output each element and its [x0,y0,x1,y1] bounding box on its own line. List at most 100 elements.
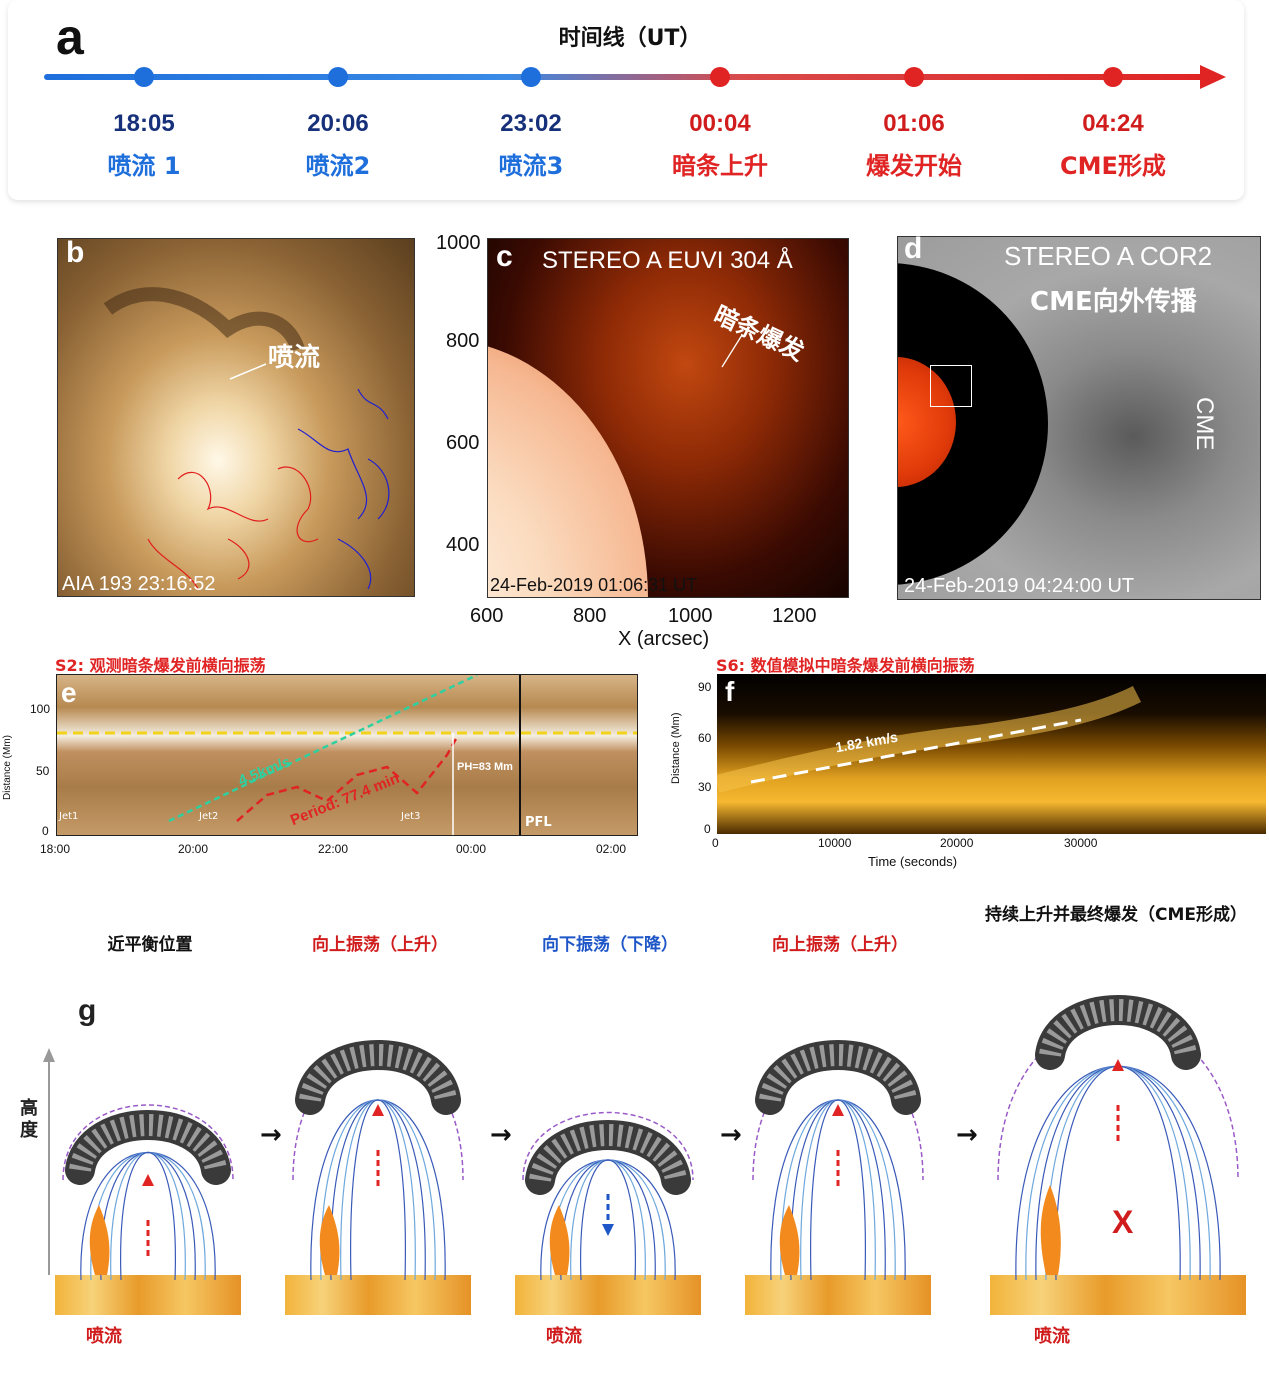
timeline-time: 01:06 [883,110,945,137]
stage-title: 持续上升并最终爆发（CME形成） [984,905,1247,925]
panel-c-ytick: 800 [446,330,480,352]
timeline-label: 爆发开始 [866,152,962,180]
panel-f-xtick: 0 [712,836,719,850]
panel-b-caption: AIA 193 23:16:52 [62,573,216,595]
panel-f-ytick: 90 [698,680,712,694]
right-arrow-icon: → [490,1120,512,1150]
stage-title: 向上振荡（上升） [312,935,448,955]
panel-b-image: 喷流 AIA 193 23:16:52 [57,238,415,597]
arrowhead [372,1104,384,1116]
magnetic-field-line [580,1159,636,1280]
timeline-dot [1103,67,1123,87]
height-label: PH=83 Mm [457,761,513,773]
zoom-box [930,365,972,407]
timeline-dot [134,67,154,87]
timeline-label: CME形成 [1060,152,1166,180]
panel-f-ytick: 0 [704,822,711,836]
timeline-time: 00:04 [689,110,751,137]
arrowhead [1112,1059,1124,1071]
arrowhead [142,1174,154,1186]
panel-f-ytick: 30 [698,780,712,794]
panel-f-header: S6: 数值模拟中暗条爆发前横向振荡 [716,656,975,675]
timeline-time: 20:06 [307,110,369,137]
flux-rope-twist [1039,999,1197,1058]
panel-a-letter: a [56,9,84,65]
panel-d-title-1: STEREO A COR2 [1004,241,1213,271]
timeline-label: 喷流 1 [107,152,181,180]
photosphere-strip [515,1275,701,1315]
panel-c-xtick: 600 [470,605,504,627]
photosphere-strip [55,1275,241,1315]
overlying-field-line [522,1111,694,1181]
magnetic-field-line [1045,1065,1191,1280]
panel-e-header: S2: 观测暗条爆发前横向振荡 [55,656,266,675]
panel-c-ytick: 1000 [436,232,481,254]
panel-f-ytick: 60 [698,731,712,745]
panel-c-letter: c [496,240,513,273]
panel-g-letter: g [78,994,97,1027]
reconnection-x-mark: X [1112,1204,1134,1240]
timeline-title: 时间线（UT） [558,26,702,51]
photosphere-strip [285,1275,471,1315]
panel-e-xtick: 18:00 [40,842,71,856]
panel-c-xlabel: X (arcsec) [618,628,710,650]
panel-f-ylabel: Distance (Mm) [670,712,682,784]
jet-label-bottom: 喷流 [546,1326,582,1347]
panel-c-xtick: 800 [573,605,607,627]
panel-d-letter: d [904,232,923,265]
overlying-field-line [62,1104,234,1181]
height-axis-arrowhead [43,1048,55,1062]
flux-rope-sketch [997,995,1239,1280]
timeline-card [8,0,1244,200]
panel-f-xtick: 30000 [1064,836,1098,850]
panel-f-xlabel: Time (seconds) [868,854,958,869]
timeline-axis [44,74,1204,80]
panel-d-title-2: CME向外传播 [1030,287,1197,317]
panel-c-ytick: 600 [446,432,480,454]
jet-flame [89,1205,110,1275]
panel-c-title: STEREO A EUVI 304 Å [542,247,793,274]
timeline-dot [328,67,348,87]
height-axis-arrow [48,1060,50,1275]
panel-b-annotation: 喷流 [268,343,321,373]
right-arrow-icon: → [956,1120,978,1150]
panel-c-ytick: 400 [446,534,480,556]
jet-flame [1040,1185,1061,1275]
panel-f-xtick: 10000 [818,836,852,850]
panel-b-contours [103,287,390,590]
jet-flame [779,1205,800,1275]
timeline-time: 18:05 [113,110,175,137]
panel-d-caption: 24-Feb-2019 04:24:00 UT [904,575,1135,597]
panel-d-image: STEREO A COR2 CME向外传播 CME 24-Feb-2019 04… [897,236,1261,600]
panel-e-xtick: 20:00 [178,842,209,856]
photosphere-strip [745,1275,931,1315]
timeline-label: 喷流3 [498,152,564,180]
panel-e-overlay [57,675,637,835]
timeline-label: 暗条上升 [672,152,768,180]
magnetic-field-line [1055,1065,1181,1280]
jet-label: Jet2 [199,811,219,822]
panel-c-image: STEREO A EUVI 304 Å 暗条爆发 24-Feb-2019 01:… [487,238,849,598]
timeline-arrow-head [1200,65,1226,89]
panel-e-plot: e 4.5km/s Period: 77.4 min PH=83 Mm Jet1… [56,674,638,836]
pfl-divider [519,675,521,835]
jet-label: Jet3 [401,811,421,822]
panel-e-ytick: 50 [36,764,50,778]
right-arrow-icon: → [720,1120,742,1150]
magnetic-field-line [350,1099,406,1280]
pfl-label: PFL [525,815,552,830]
timeline-label: 喷流2 [305,152,371,180]
timeline-dot [521,67,541,87]
flux-rope-sketch [62,1104,234,1280]
panel-c-caption: 24-Feb-2019 01:06:31 UT [490,575,698,595]
stage-title: 近平衡位置 [107,935,193,955]
stage-title: 向下振荡（下降） [542,935,678,955]
panel-e-ylabel: Distance (Mm) [2,734,13,800]
jet-label-bottom: 喷流 [86,1326,122,1347]
panel-c-xtick: 1200 [772,605,817,627]
arrowhead [832,1104,844,1116]
panel-d-side-label: CME [1191,397,1218,451]
panel-f-xtick: 20000 [940,836,974,850]
jet-flame [549,1205,570,1275]
timeline-dot [710,67,730,87]
